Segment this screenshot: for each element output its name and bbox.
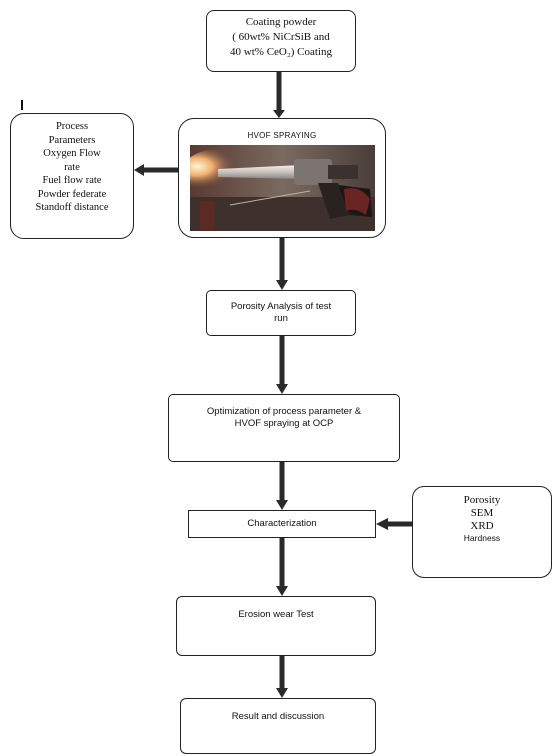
hvof-spray-gun-photo xyxy=(190,145,375,231)
process-line-6: Powder federate xyxy=(37,188,107,200)
process-line-3: Oxygen Flow xyxy=(43,148,101,159)
coating-line-3: 40 wt% CeO₂) Coating xyxy=(230,46,332,58)
erosion-label: Erosion wear Test xyxy=(238,609,314,620)
hvof-spraying-box: HVOF SPRAYING xyxy=(178,118,386,238)
result-label: Result and discussion xyxy=(231,711,325,722)
coating-powder-box: Coating powder ( 60wt% NiCrSiB and 40 wt… xyxy=(206,10,356,72)
characterization-methods-box: Porosity SEM XRD Hardness xyxy=(412,486,552,578)
process-line-2: Parameters xyxy=(48,134,96,146)
process-line-7: Standoff distance xyxy=(35,202,109,213)
process-line-4: rate xyxy=(64,161,80,173)
process-line-1: Process xyxy=(55,121,89,132)
coating-line-2: ( 60wt% NiCrSiB and xyxy=(232,31,330,43)
method-xrd: XRD xyxy=(470,520,494,532)
coating-line-1: Coating powder xyxy=(245,16,317,28)
optimization-line-2: HVOF spraying at OCP xyxy=(234,418,334,429)
optimization-line-1: Optimization of process parameter & xyxy=(206,406,362,417)
process-parameters-box: Process Parameters Oxygen Flow rate Fuel… xyxy=(10,113,134,239)
hvof-title: HVOF SPRAYING xyxy=(247,131,317,140)
method-porosity: Porosity xyxy=(463,494,501,506)
optimization-box: Optimization of process parameter & HVOF… xyxy=(168,394,400,462)
porosity-analysis-box: Porosity Analysis of test run xyxy=(206,290,356,336)
characterization-label: Characterization xyxy=(247,518,317,529)
erosion-wear-test-box: Erosion wear Test xyxy=(176,596,376,656)
porosity-line-2: run xyxy=(274,313,288,324)
porosity-line-1: Porosity Analysis of test xyxy=(230,301,332,312)
result-discussion-box: Result and discussion xyxy=(180,698,376,754)
characterization-box: Characterization xyxy=(188,510,376,538)
method-hardness: Hardness xyxy=(463,533,501,543)
method-sem: SEM xyxy=(470,507,494,519)
process-line-5: Fuel flow rate xyxy=(42,175,102,186)
